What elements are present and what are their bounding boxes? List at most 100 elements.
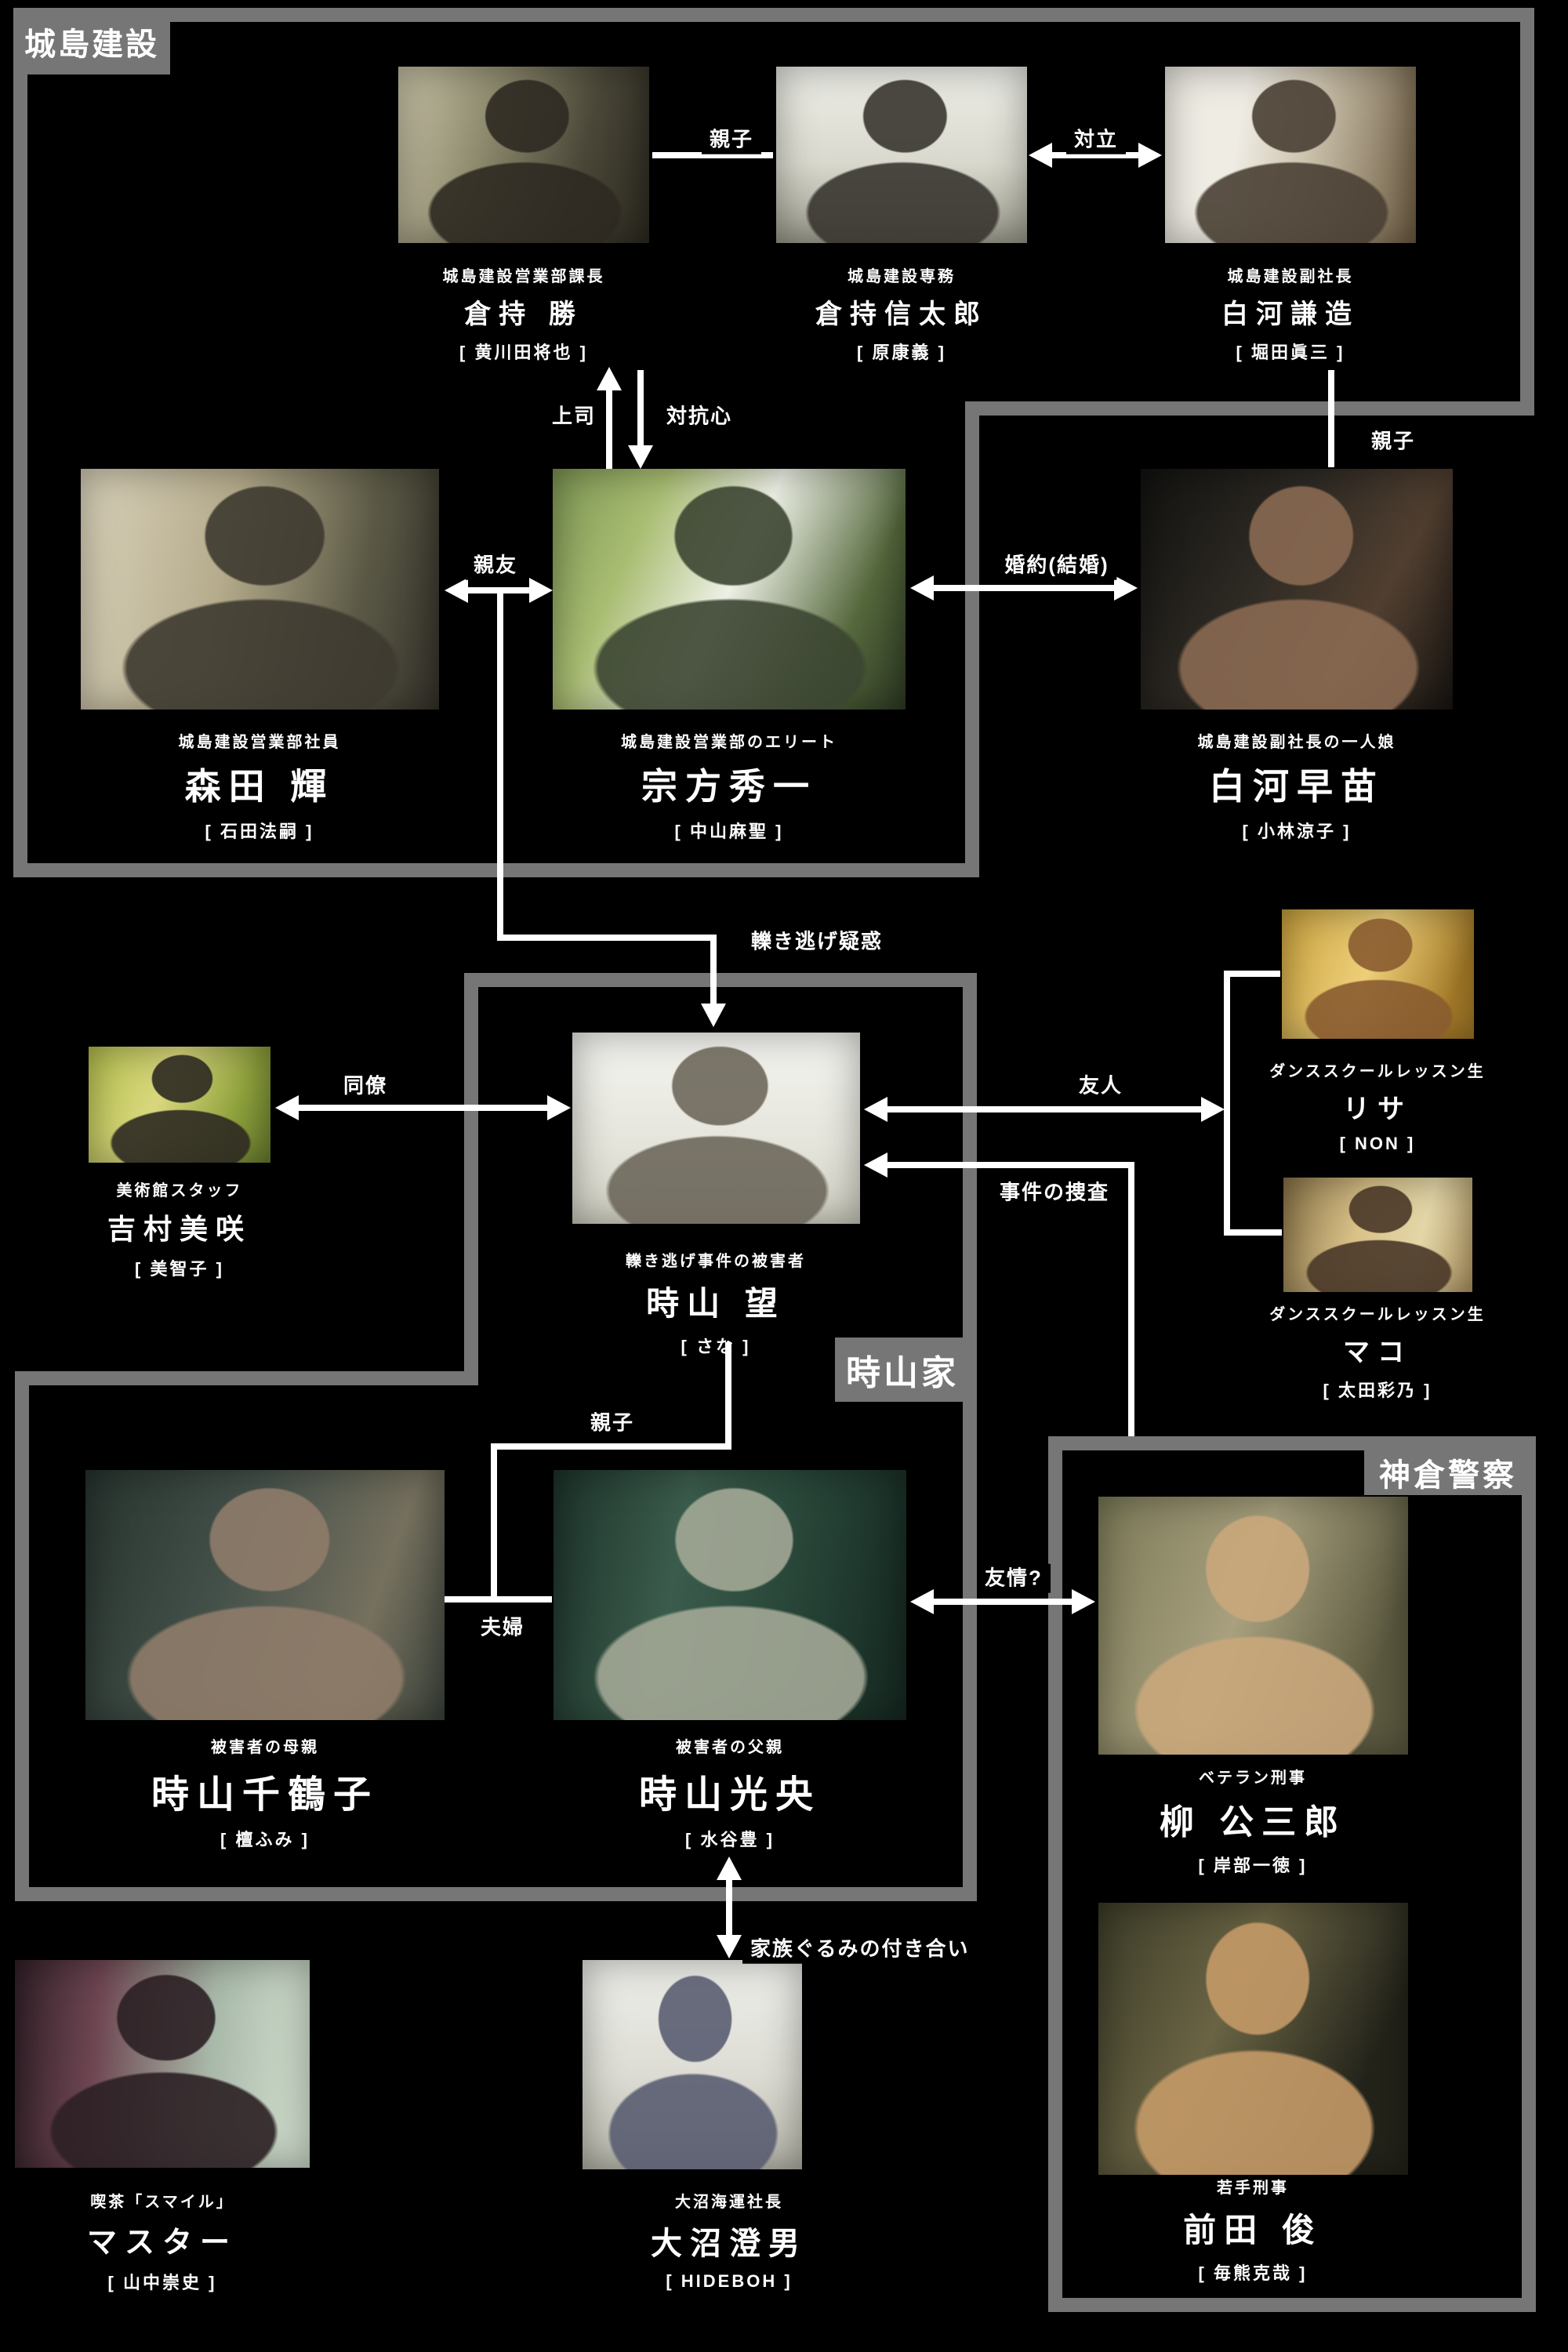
character-role: 城島建設副社長の一人娘 xyxy=(1197,734,1396,751)
character-actor: [ NON ] xyxy=(1339,1134,1416,1153)
character-actor: [ 石田法嗣 ] xyxy=(205,822,314,841)
relation-label-tairitsu: 対立 xyxy=(1065,125,1127,154)
person-silhouette xyxy=(1282,909,1474,1039)
character-actor: [ 中山麻聖 ] xyxy=(674,822,784,841)
relation-label-joshi: 上司 xyxy=(543,401,604,431)
character-card-shirakawa-kenzo: 城島建設副社長白河謙造 [ 堀田眞三 ] xyxy=(1110,263,1471,364)
photo-risa xyxy=(1282,909,1474,1039)
character-actor: [ 檀ふみ ] xyxy=(220,1830,310,1849)
character-name: 前田 俊 xyxy=(1183,2212,1323,2249)
line-friend-bracket xyxy=(1224,971,1282,1236)
character-actor: [ 堀田眞三 ] xyxy=(1236,343,1345,362)
relation-label-shinyu: 親友 xyxy=(465,550,526,580)
person-silhouette xyxy=(583,1960,802,2169)
photo-master xyxy=(15,1960,310,2168)
person-silhouette xyxy=(89,1047,270,1163)
person-silhouette xyxy=(553,469,906,710)
person-silhouette xyxy=(1098,1903,1408,2175)
person-silhouette xyxy=(15,1960,310,2168)
person-silhouette xyxy=(1141,469,1453,710)
character-role: 大沼海運社長 xyxy=(675,2194,783,2211)
photo-maeda-shun xyxy=(1098,1903,1408,2175)
character-name: 吉村美咲 xyxy=(107,1213,252,1245)
character-name: マスター xyxy=(86,2227,238,2259)
photo-yoshimura-misaki xyxy=(89,1047,270,1163)
character-role: 轢き逃げ事件の被害者 xyxy=(626,1253,806,1270)
character-name: マコ xyxy=(1343,1338,1412,1367)
photo-mako xyxy=(1283,1178,1472,1292)
relation-label-yujin: 友人 xyxy=(1070,1071,1131,1101)
character-role: 被害者の父親 xyxy=(676,1739,784,1756)
arrowheads xyxy=(275,143,1225,1958)
person-silhouette xyxy=(1283,1178,1472,1292)
character-role: 喫茶「スマイル」 xyxy=(90,2194,234,2211)
character-card-shirakawa-sanae: 城島建設副社長の一人娘白河早苗[ 小林涼子 ] xyxy=(1116,729,1477,843)
character-actor: [ 太田彩乃 ] xyxy=(1323,1381,1432,1400)
line-oyako-tokiyama xyxy=(491,1342,731,1598)
character-name: 宗方秀一 xyxy=(641,766,817,807)
character-name: 倉持信太郎 xyxy=(815,299,988,329)
character-name: 時山光央 xyxy=(638,1774,821,1816)
character-card-tokiyama-nozomi: 轢き逃げ事件の被害者時山 望 [ さな ] xyxy=(535,1248,896,1358)
character-role: ダンススクールレッスン生 xyxy=(1269,1063,1486,1080)
photo-tokiyama-mitsuo xyxy=(554,1470,906,1720)
character-role: ベテラン刑事 xyxy=(1199,1769,1307,1787)
character-name: リサ xyxy=(1343,1094,1412,1124)
relation-label-konyaku: 婚約(結婚) xyxy=(996,550,1117,580)
person-silhouette xyxy=(398,67,649,243)
character-actor: [ 毎熊克哉 ] xyxy=(1198,2263,1308,2283)
character-role: 城島建設営業部社員 xyxy=(178,734,341,751)
character-card-maeda-shun: 若手刑事前田 俊 [ 毎熊克哉 ] xyxy=(1073,2175,1433,2285)
group-frame-kamikura xyxy=(1048,1436,1536,2312)
photo-shirakawa-sanae xyxy=(1141,469,1453,710)
character-name: 白河謙造 xyxy=(1221,299,1359,329)
character-actor: [ 水谷豊 ] xyxy=(685,1830,775,1849)
person-silhouette xyxy=(85,1470,445,1720)
character-actor: [ さな ] xyxy=(681,1337,751,1356)
character-role: 城島建設副社長 xyxy=(1227,268,1354,285)
relation-label-kazoku-tsukiai: 家族ぐるみの付き合い xyxy=(742,1934,978,1964)
person-silhouette xyxy=(1165,67,1416,243)
group-frame-jojima xyxy=(13,8,1534,877)
person-silhouette xyxy=(81,469,439,710)
character-role: 城島建設専務 xyxy=(848,268,956,285)
character-card-kuramochi-masaru: 城島建設営業部課長倉持 勝[ 黄川田将也 ] xyxy=(343,263,704,364)
relation-label-fufu: 夫婦 xyxy=(472,1613,533,1642)
character-card-onuma-sumio: 大沼海運社長大沼澄男[ HIDEBOH ] xyxy=(549,2189,909,2292)
relation-label-oyako-kuramochi: 親子 xyxy=(701,125,762,154)
character-actor: [ HIDEBOH ] xyxy=(666,2271,793,2291)
photo-yanagi-kozaburo xyxy=(1098,1497,1408,1755)
line-sosa xyxy=(886,1162,1134,1436)
character-card-mako: ダンススクールレッスン生マコ[ 太田彩乃 ] xyxy=(1197,1301,1558,1402)
character-card-tokiyama-chizuko: 被害者の母親時山千鶴子 [ 檀ふみ ] xyxy=(85,1734,445,1851)
character-card-munakata-shuichi: 城島建設営業部のエリート宗方秀一[ 中山麻聖 ] xyxy=(549,729,909,843)
photo-kuramochi-shintaro xyxy=(776,67,1027,243)
photo-morita-hikaru xyxy=(81,469,439,710)
photo-kuramochi-masaru xyxy=(398,67,649,243)
character-actor: [ 岸部一徳 ] xyxy=(1198,1856,1308,1875)
photo-munakata-shuichi xyxy=(553,469,906,710)
person-silhouette xyxy=(776,67,1027,243)
character-role: 若手刑事 xyxy=(1217,2180,1289,2197)
character-role: 被害者の母親 xyxy=(211,1739,319,1756)
character-card-yanagi-kozaburo: ベテラン刑事柳 公三郎[ 岸部一徳 ] xyxy=(1073,1765,1433,1877)
photo-onuma-sumio xyxy=(583,1960,802,2169)
relation-label-taikoshin: 対抗心 xyxy=(658,401,741,431)
photo-tokiyama-chizuko xyxy=(85,1470,445,1720)
relation-label-doryo: 同僚 xyxy=(335,1071,396,1101)
person-silhouette xyxy=(1098,1497,1408,1755)
character-actor: [ 小林涼子 ] xyxy=(1242,822,1352,841)
character-name: 時山 望 xyxy=(646,1285,786,1322)
group-label-jojima: 城島建設 xyxy=(13,8,170,74)
relation-label-oyako-tokiyama: 親子 xyxy=(582,1408,643,1438)
character-actor: [ 原康義 ] xyxy=(857,343,946,362)
character-actor: [ 黄川田将也 ] xyxy=(459,343,588,362)
person-silhouette xyxy=(554,1470,906,1720)
character-name: 時山千鶴子 xyxy=(151,1774,379,1816)
character-actor: [ 美智子 ] xyxy=(135,1259,224,1279)
photo-shirakawa-kenzo xyxy=(1165,67,1416,243)
character-actor: [ 山中崇史 ] xyxy=(107,2273,217,2292)
relation-label-oyako-shirakawa: 親子 xyxy=(1363,426,1424,456)
